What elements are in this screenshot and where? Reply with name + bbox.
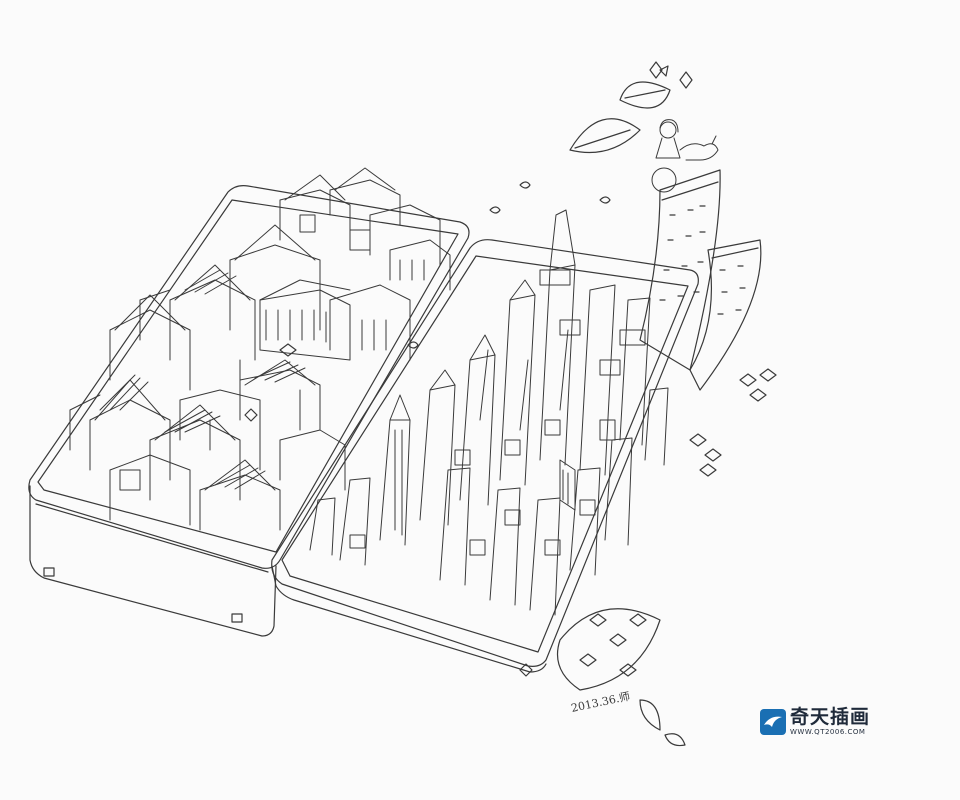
flower-cluster-bottom bbox=[519, 608, 686, 747]
old-town-houses bbox=[69, 167, 451, 531]
skyscraper-city bbox=[309, 209, 669, 616]
scattered-blossoms bbox=[244, 181, 777, 477]
girl-with-dog-figure bbox=[651, 119, 719, 193]
leaf-cluster-top bbox=[569, 61, 693, 154]
bird-logo-icon bbox=[760, 709, 786, 735]
watermark-title: 奇天插画 bbox=[790, 706, 871, 728]
watermark-url: WWW.QT2006.COM bbox=[790, 728, 866, 736]
artist-signature: 2013.36.师 bbox=[570, 690, 631, 715]
watermark-logo: 奇天插画 WWW.QT2006.COM bbox=[760, 708, 870, 736]
bending-towers bbox=[639, 169, 762, 391]
suitcase-right-half bbox=[271, 239, 699, 673]
suitcase-left-half bbox=[28, 185, 470, 637]
